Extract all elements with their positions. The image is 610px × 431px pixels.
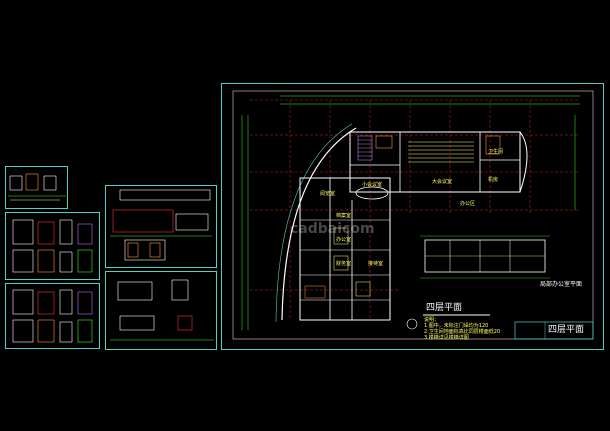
local-plan-label: 局部办公室平面 [540, 281, 583, 288]
room-label-reading-room: 阅览室 [320, 191, 336, 197]
room-label-office: 办公室 [336, 237, 352, 243]
sheet-stair-elevations [5, 166, 68, 209]
room-label-archive: 档案室 [336, 213, 352, 219]
main-plan-graphics [232, 90, 594, 340]
room-label-toilet: 卫生间 [488, 149, 504, 155]
room-label-small-meeting: 小会议室 [362, 182, 383, 188]
note-line-1: 1.图中，未标注门垛均为120 [424, 323, 489, 329]
room-label-machine-room: 机房 [488, 177, 499, 183]
small-sheet-graphics [8, 173, 214, 343]
sheet-toilet-plan [105, 185, 217, 268]
room-label-finance: 财务室 [336, 261, 352, 267]
sheet-detail-1 [5, 212, 100, 280]
room-label-reception: 接待室 [368, 261, 384, 267]
room-label-office-area: 办公区 [460, 201, 476, 207]
note-line-2: 2.卫生间地面标高比同层楼面低20 [424, 329, 501, 335]
room-label-lecture-hall: 大会议室 [432, 179, 453, 185]
sheet-detail-3 [105, 271, 217, 350]
watermark: cadbaicom [290, 221, 375, 237]
sheet-detail-2 [5, 283, 100, 349]
plan-title: 四层平面 [426, 303, 463, 313]
title-block-label: 四层平面 [548, 325, 585, 335]
sheet-fourth-floor-plan [221, 83, 604, 350]
note-line-0: 说明： [424, 317, 440, 323]
note-line-3: 3.楼梯详见楼梯详图 [424, 335, 469, 341]
